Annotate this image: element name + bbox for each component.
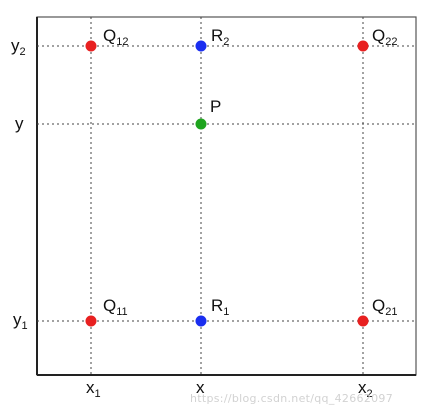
- axis-label-y1: y1: [13, 310, 28, 332]
- label-q11: Q11: [103, 296, 128, 318]
- point-r2: [195, 40, 207, 52]
- label-q21: Q21: [372, 296, 397, 318]
- axis-label-y2: y2: [11, 36, 26, 58]
- label-q12: Q12: [103, 26, 128, 48]
- axis-label-x1: x1: [86, 378, 101, 400]
- axis-label-y: y: [15, 114, 24, 133]
- label-p: P: [210, 97, 221, 116]
- axis-label-x2: x2: [358, 378, 373, 400]
- point-r1: [195, 315, 207, 327]
- axis-label-x: x: [196, 378, 205, 397]
- label-r2: R2: [211, 26, 229, 48]
- watermark: https://blog.csdn.net/qq_42662097: [190, 392, 393, 405]
- point-p: [195, 118, 207, 130]
- point-q11: [85, 315, 97, 327]
- label-r1: R1: [211, 296, 229, 318]
- label-q22: Q22: [372, 26, 397, 48]
- point-q21: [357, 315, 369, 327]
- point-q22: [357, 40, 369, 52]
- point-q12: [85, 40, 97, 52]
